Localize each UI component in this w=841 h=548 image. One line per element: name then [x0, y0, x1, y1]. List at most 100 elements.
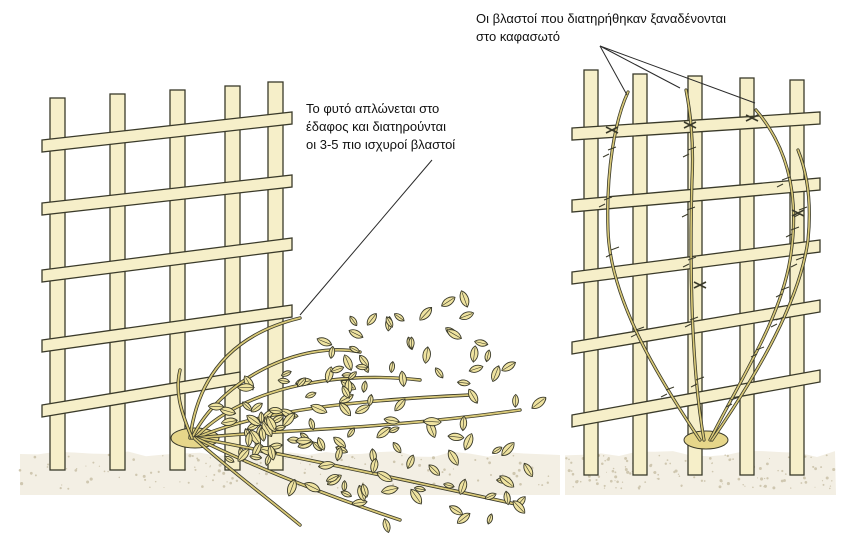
thorn — [660, 386, 675, 398]
soil-speck — [772, 486, 776, 490]
leaf-icon — [359, 354, 369, 367]
cane-fill — [196, 409, 521, 439]
trellis-post — [739, 77, 755, 476]
leaf-icon — [446, 329, 462, 340]
leaf-icon — [268, 406, 284, 415]
tie-knot-icon — [693, 281, 707, 289]
cane-fill — [195, 437, 401, 521]
soil-speck — [187, 481, 190, 484]
leaf-icon — [406, 454, 415, 470]
cane-fill — [606, 91, 701, 441]
soil-speck — [825, 454, 828, 457]
soil-speck — [744, 485, 746, 487]
leaf-icon — [370, 457, 379, 474]
soil-speck — [624, 468, 628, 471]
soil-speck — [149, 486, 151, 489]
trellis-rail — [41, 237, 293, 283]
trellis-post — [49, 97, 66, 471]
leaf-icon — [347, 427, 355, 438]
soil-speck — [486, 457, 489, 460]
soil-speck — [61, 484, 63, 486]
soil-speck — [650, 463, 653, 467]
thorn — [605, 246, 620, 258]
leaf-icon — [459, 290, 470, 308]
soil-speck — [191, 454, 194, 458]
soil-speck — [336, 487, 339, 489]
trellis-rail — [41, 304, 293, 353]
soil-speck — [489, 473, 493, 477]
soil-speck — [18, 469, 22, 472]
soil-speck — [684, 459, 687, 462]
thorn — [776, 176, 791, 188]
soil-speck — [787, 456, 790, 459]
leaf-icon — [491, 446, 503, 454]
soil-speck — [677, 473, 680, 475]
left-trellis — [41, 81, 293, 471]
annotation-line: στο καφασωτό — [476, 29, 560, 44]
leaf-icon — [434, 367, 444, 379]
soil-speck — [680, 485, 683, 487]
leaf-icon — [266, 415, 277, 433]
leaf-icon — [341, 385, 351, 399]
soil-speck — [728, 458, 732, 462]
thorn — [750, 346, 765, 358]
soil-speck — [364, 463, 367, 465]
soil-speck — [781, 469, 784, 473]
leaf-icon — [447, 449, 459, 466]
soil-speck — [135, 473, 138, 477]
soil-speck — [760, 477, 764, 481]
soil-speck — [86, 480, 90, 484]
leaf-icon — [468, 388, 479, 404]
leaf-icon — [317, 461, 336, 470]
annotation-line: Το φυτό απλώνεται στο — [306, 101, 440, 116]
leaf-icon — [376, 471, 393, 482]
soil-speck — [829, 487, 831, 490]
soil-speck — [571, 472, 575, 476]
soil-speck — [163, 486, 165, 489]
soil-speck — [154, 480, 157, 483]
soil-speck — [420, 458, 423, 461]
soil-speck — [814, 467, 818, 471]
soil-speck — [209, 466, 211, 468]
leaf-icon — [333, 436, 346, 448]
soil-speck — [401, 454, 403, 457]
soil-speck — [201, 485, 204, 488]
soil-speck — [832, 467, 836, 472]
soil-speck — [431, 456, 436, 460]
soil-speck — [194, 466, 196, 468]
soil-speck — [825, 476, 829, 480]
cane-fill — [194, 376, 421, 439]
leaf-icon — [512, 500, 526, 514]
leaf-icon — [246, 414, 262, 426]
leaf-icon — [531, 396, 547, 409]
soil-speck — [211, 479, 215, 482]
annotation-line: οι 3-5 πιο ισχυροί βλαστοί — [306, 137, 456, 152]
leaf-icon — [459, 311, 475, 321]
trellis-post — [169, 89, 186, 471]
soil-speck — [33, 455, 37, 459]
soil-speck — [213, 473, 216, 476]
soil-speck — [674, 469, 678, 473]
soil-speck — [512, 454, 515, 457]
soil-speck — [718, 485, 722, 489]
leaf-icon — [503, 490, 511, 506]
soil-speck — [595, 478, 598, 482]
soil-speck — [624, 456, 628, 460]
right-trellis — [571, 69, 821, 476]
soil-speck — [259, 461, 262, 464]
soil-speck — [258, 473, 260, 475]
leaf-icon — [330, 365, 345, 374]
leaf-icon — [360, 483, 369, 498]
trellis-rail — [571, 299, 821, 355]
soil-speck — [700, 479, 704, 482]
soil-speck — [85, 465, 87, 467]
soil-speck — [602, 455, 605, 457]
soil-speck — [567, 469, 571, 473]
leaf-icon — [348, 371, 357, 380]
soil-speck — [222, 485, 226, 488]
soil-speck — [612, 467, 615, 470]
leaf-icon — [394, 398, 406, 412]
soil-speck — [229, 481, 233, 485]
soil-speck — [197, 458, 200, 462]
soil-speck — [611, 469, 615, 473]
